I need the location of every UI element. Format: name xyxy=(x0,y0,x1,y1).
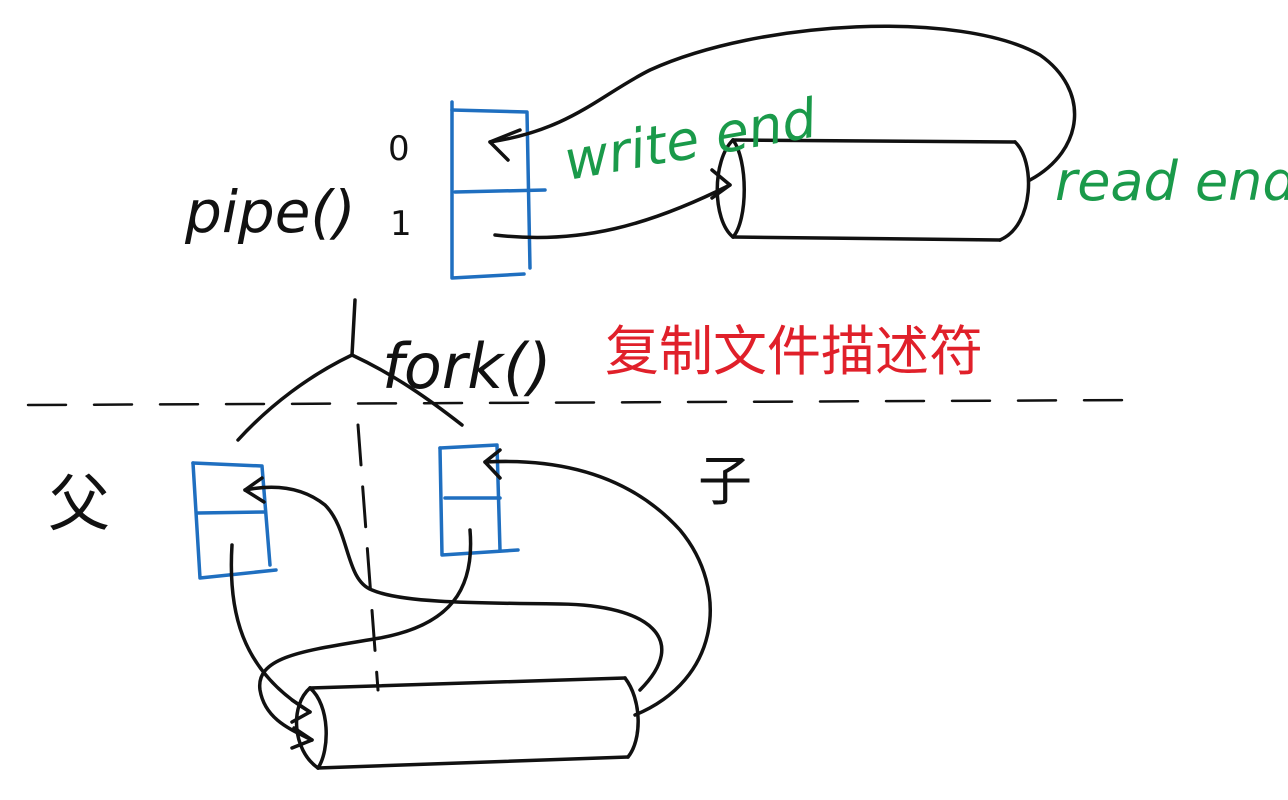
read-end-to-child-fd0-arrow xyxy=(483,448,712,717)
fd1-to-write-end-arrow xyxy=(493,168,732,240)
child-fd1-to-write-end-arrow xyxy=(258,528,473,750)
fork-note-label: 复制文件描述符 xyxy=(605,320,983,383)
read-end-label: read end xyxy=(1055,150,1288,213)
read-end-to-fd0-arrow xyxy=(488,24,1077,182)
top-fd-table xyxy=(450,100,547,280)
vertical-divider xyxy=(356,423,380,692)
horizontal-divider xyxy=(26,398,1147,407)
parent-fd1-to-write-end-arrow xyxy=(229,543,312,724)
fork-call-label: fork() xyxy=(382,330,552,403)
read-end-to-parent-fd0-arrow xyxy=(243,476,664,692)
fork-branch xyxy=(236,298,464,442)
child-label: 子 xyxy=(698,450,752,513)
parent-label: 父 xyxy=(48,467,110,540)
parent-fd-table xyxy=(191,461,278,580)
bottom-pipe-cylinder xyxy=(294,676,640,770)
pipe-call-label: pipe() xyxy=(184,178,356,246)
fd-zero-label: 0 xyxy=(388,129,410,169)
fd-one-label: 1 xyxy=(390,204,412,244)
child-fd-table xyxy=(438,443,520,557)
